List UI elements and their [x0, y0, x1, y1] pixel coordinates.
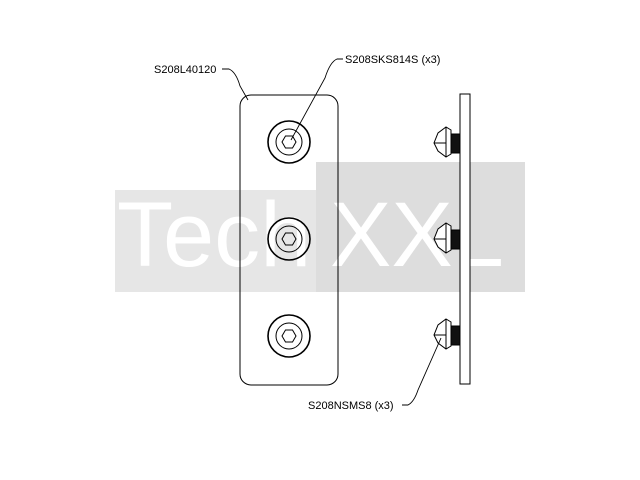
leader-plate: [222, 68, 249, 101]
leader-lines: [222, 58, 442, 406]
slot-nut-top: [433, 126, 461, 158]
screw-head-top: [267, 120, 311, 164]
leader-nuts: [402, 337, 442, 406]
screw-head-middle: [267, 217, 311, 261]
callout-screws: S208SKS814S (x3): [345, 54, 440, 66]
callout-nuts: S208NSMS8 (x3): [308, 400, 394, 412]
plate-outline: [239, 94, 339, 386]
watermark-text-tech: Tech: [117, 184, 311, 286]
plate-edge: [459, 93, 471, 385]
leader-screws: [290, 58, 343, 141]
callout-plate: S208L40120: [154, 64, 216, 76]
watermark-block: [316, 162, 525, 292]
plate-side-view: [433, 93, 471, 385]
plate-front-view: [239, 94, 339, 386]
watermark-text-xxl: XXL: [330, 184, 504, 286]
slot-nut-bottom: [433, 318, 461, 350]
screw-head-bottom: [267, 314, 311, 358]
slot-nut-middle: [433, 222, 461, 254]
